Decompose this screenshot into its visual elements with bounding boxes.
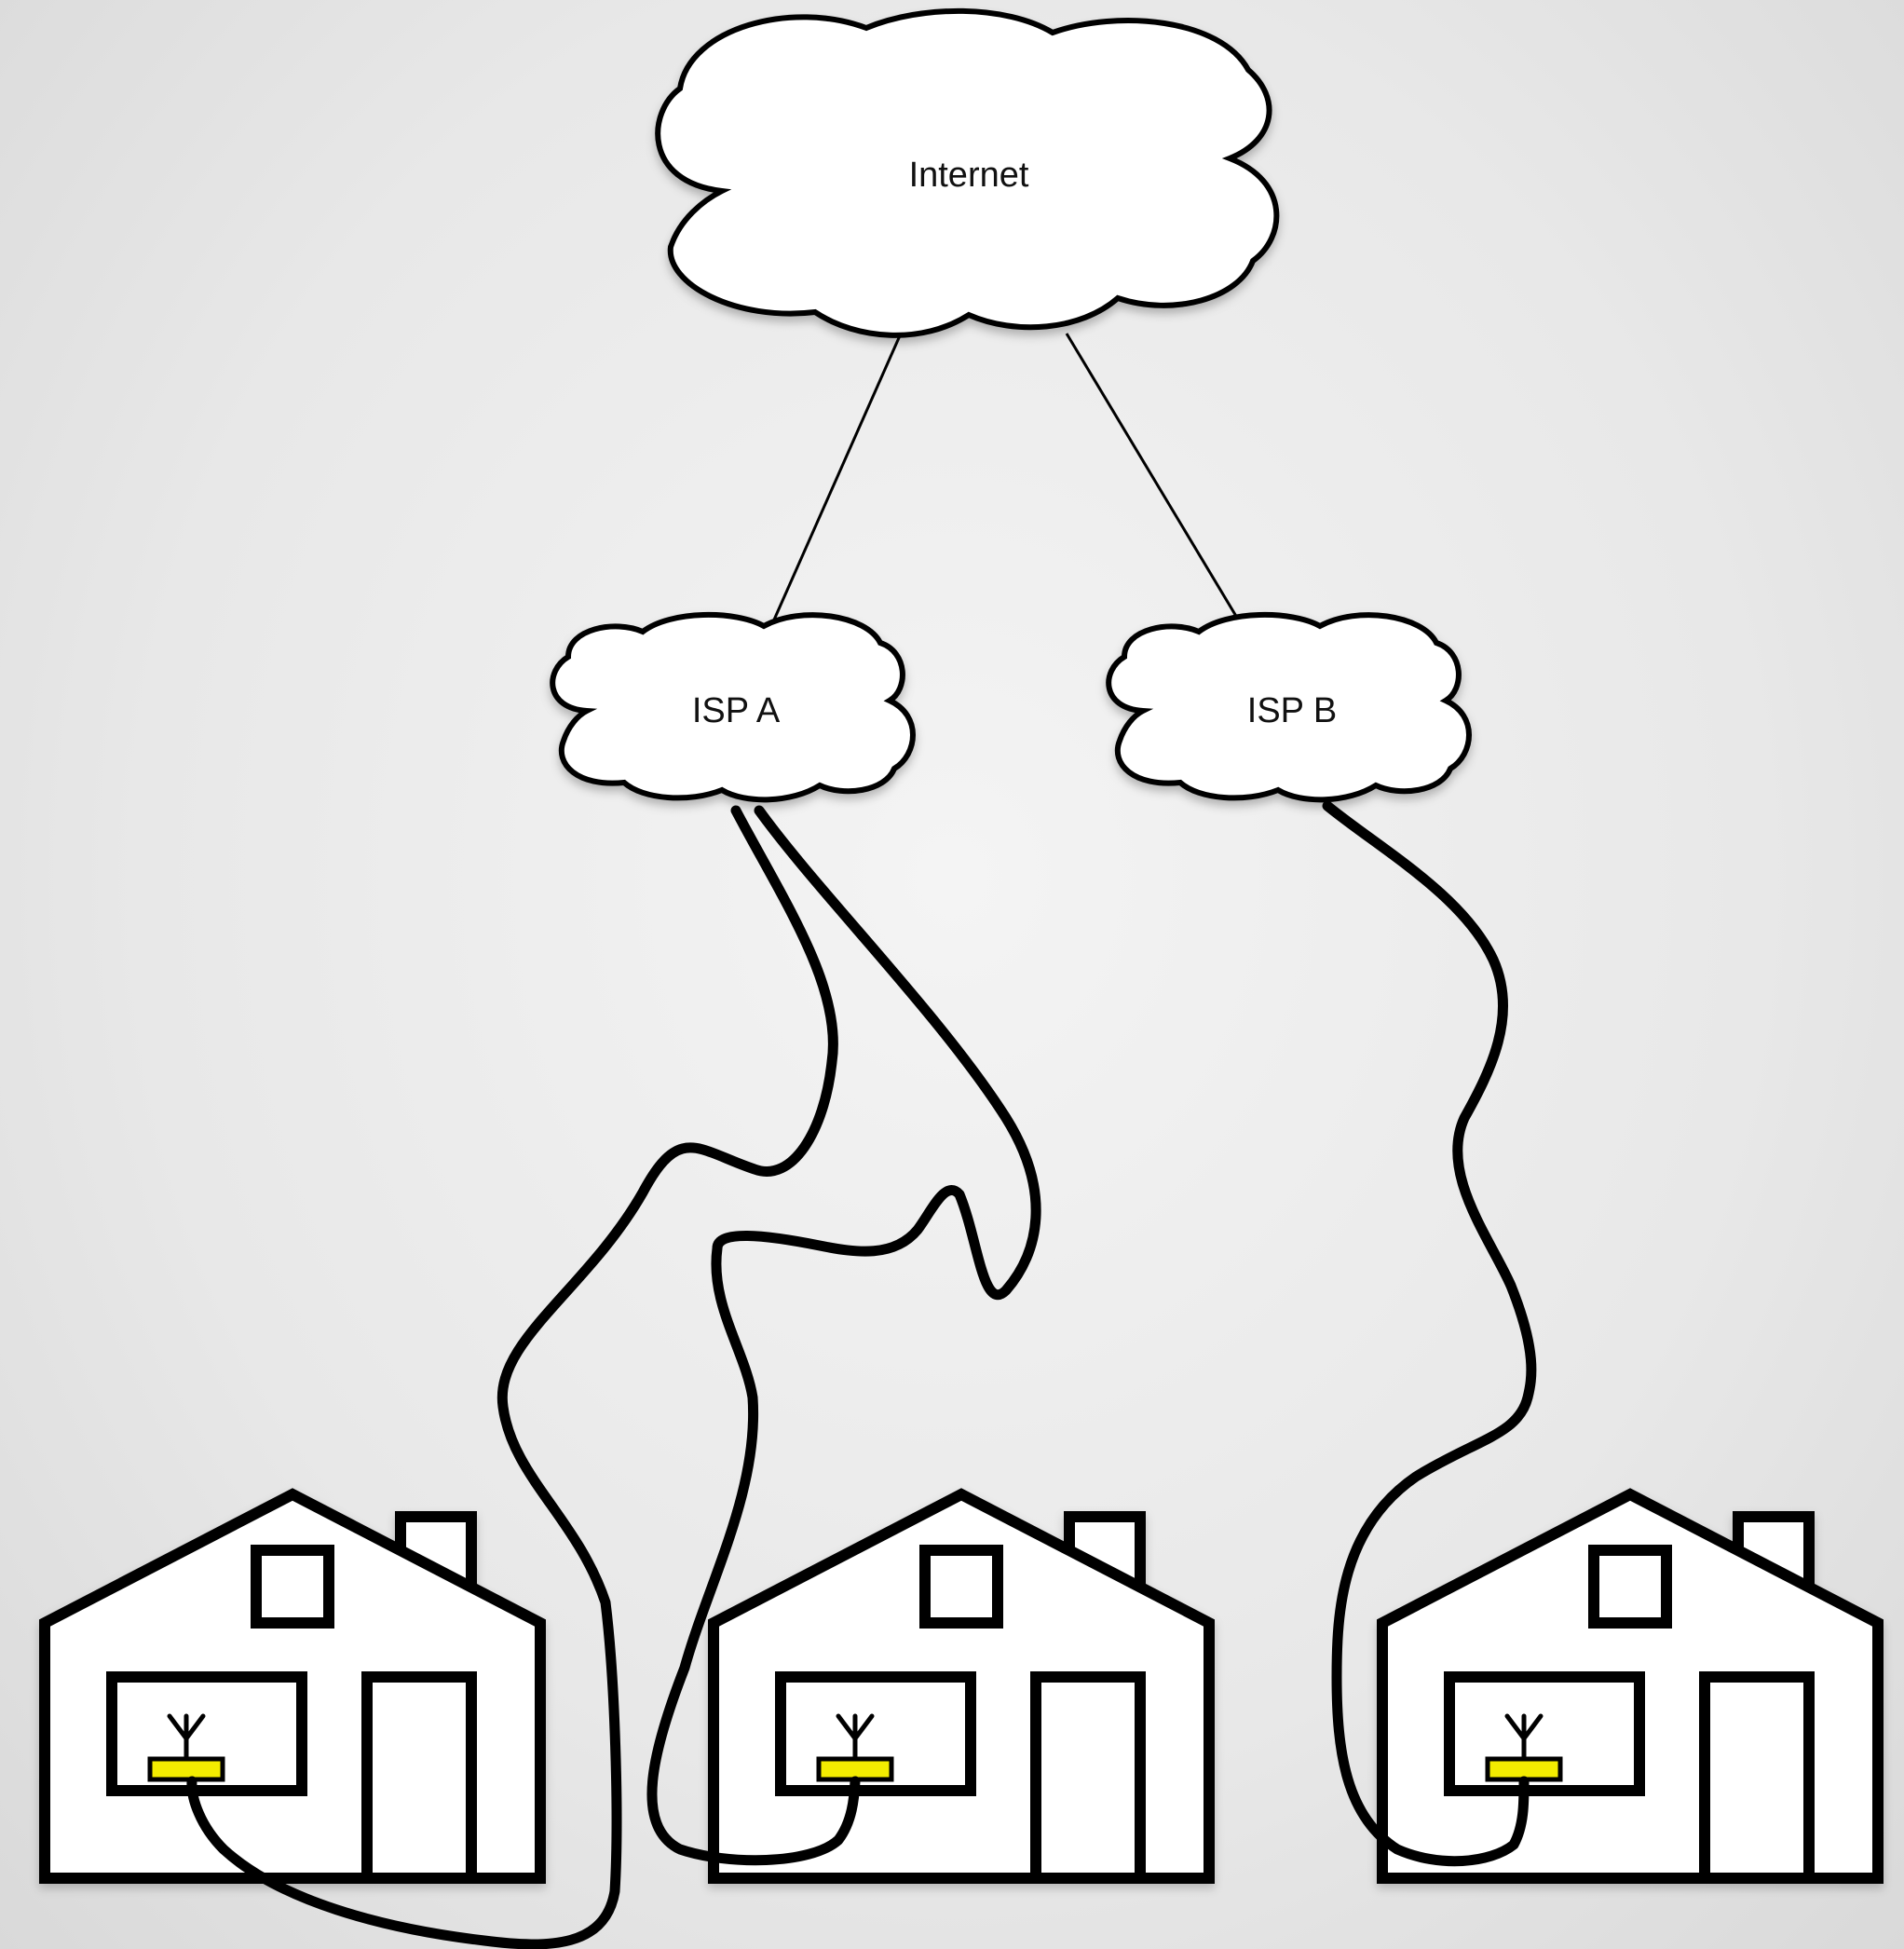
internet-label: Internet xyxy=(909,156,1029,195)
house-left xyxy=(45,1494,540,1878)
isp-a-label: ISP A xyxy=(692,691,781,730)
door xyxy=(1705,1677,1809,1878)
upper-window xyxy=(256,1550,329,1623)
door xyxy=(1036,1677,1140,1878)
internet-cloud: Internet xyxy=(658,11,1276,335)
upper-window xyxy=(925,1550,998,1623)
house-right xyxy=(1382,1494,1878,1878)
link-internet-isp-b xyxy=(1067,334,1237,618)
isp-a-cloud: ISP A xyxy=(552,615,913,799)
door xyxy=(367,1677,471,1878)
isp-b-cloud: ISP B xyxy=(1108,615,1469,799)
router-icon xyxy=(150,1759,223,1779)
upper-window xyxy=(1594,1550,1666,1623)
house-middle xyxy=(714,1494,1209,1878)
link-internet-isp-a xyxy=(771,317,908,626)
isp-b-label: ISP B xyxy=(1247,691,1337,730)
